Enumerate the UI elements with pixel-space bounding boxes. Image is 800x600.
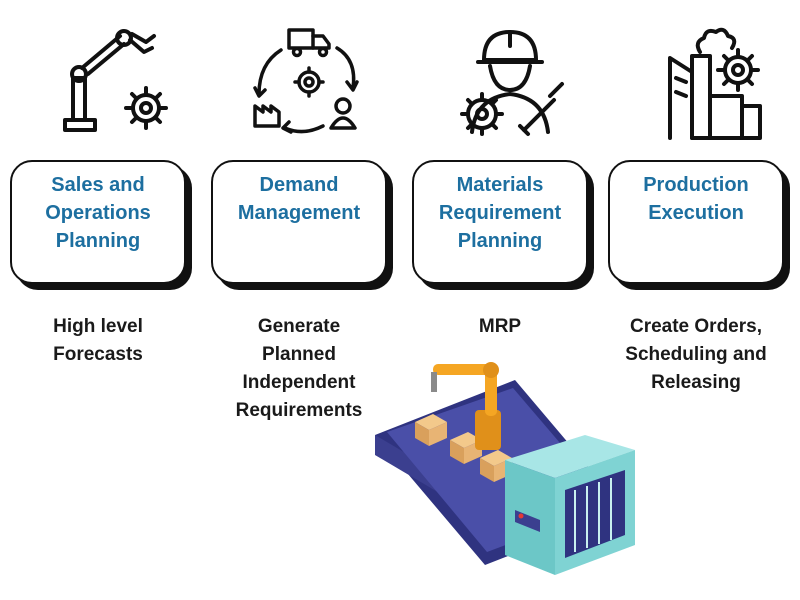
step-3-card: Materials Requirement Planning: [412, 160, 588, 284]
step-4-card: Production Execution: [608, 160, 784, 284]
step-3-title-line-3: Planning: [457, 230, 543, 252]
step-1-title-line-1: Sales and: [51, 174, 145, 196]
step-2-title-line-2: Management: [237, 202, 361, 224]
step-3-desc-line-1: MRP: [478, 316, 522, 337]
step-4-column: Production Execution Create Orders, Sche…: [608, 0, 798, 600]
supply-cycle-icon: [211, 22, 401, 140]
step-2-desc-line-2: Planned: [262, 344, 336, 365]
conveyor-robot-illustration: [375, 360, 645, 590]
engineer-gear-icon: [412, 22, 602, 140]
step-3-description: MRP: [412, 313, 588, 341]
step-3-title-line-1: Materials: [456, 174, 544, 196]
step-4-title-line-2: Execution: [648, 202, 744, 224]
step-1-description: High level Forecasts: [10, 313, 186, 369]
step-1-desc-line-1: High level: [53, 316, 143, 337]
step-4-title-line-1: Production: [643, 174, 749, 196]
step-2-desc-line-3: Independent: [242, 372, 356, 393]
step-1-desc-line-2: Forecasts: [53, 344, 143, 365]
step-4-desc-line-3: Releasing: [651, 372, 741, 393]
step-1-title-line-2: Operations: [45, 202, 151, 224]
step-2-title-line-1: Demand: [259, 174, 339, 196]
step-1-card: Sales and Operations Planning: [10, 160, 186, 284]
step-2-desc-line-4: Requirements: [235, 400, 363, 421]
step-1-column: Sales and Operations Planning High level…: [10, 0, 200, 600]
step-1-title-line-3: Planning: [55, 230, 141, 252]
step-3-title-line-2: Requirement: [438, 202, 562, 224]
robot-arm-gear-icon: [10, 22, 200, 140]
step-2-description: Generate Planned Independent Requirement…: [211, 313, 387, 425]
step-2-column: Demand Management Generate Planned Indep…: [211, 0, 401, 600]
step-4-desc-line-1: Create Orders,: [629, 316, 762, 337]
step-2-card: Demand Management: [211, 160, 387, 284]
factory-gear-icon: [608, 22, 798, 140]
step-4-desc-line-2: Scheduling and: [625, 344, 767, 365]
step-2-desc-line-1: Generate: [257, 316, 341, 337]
step-4-description: Create Orders, Scheduling and Releasing: [608, 313, 784, 397]
step-3-column: Materials Requirement Planning MRP: [412, 0, 602, 600]
